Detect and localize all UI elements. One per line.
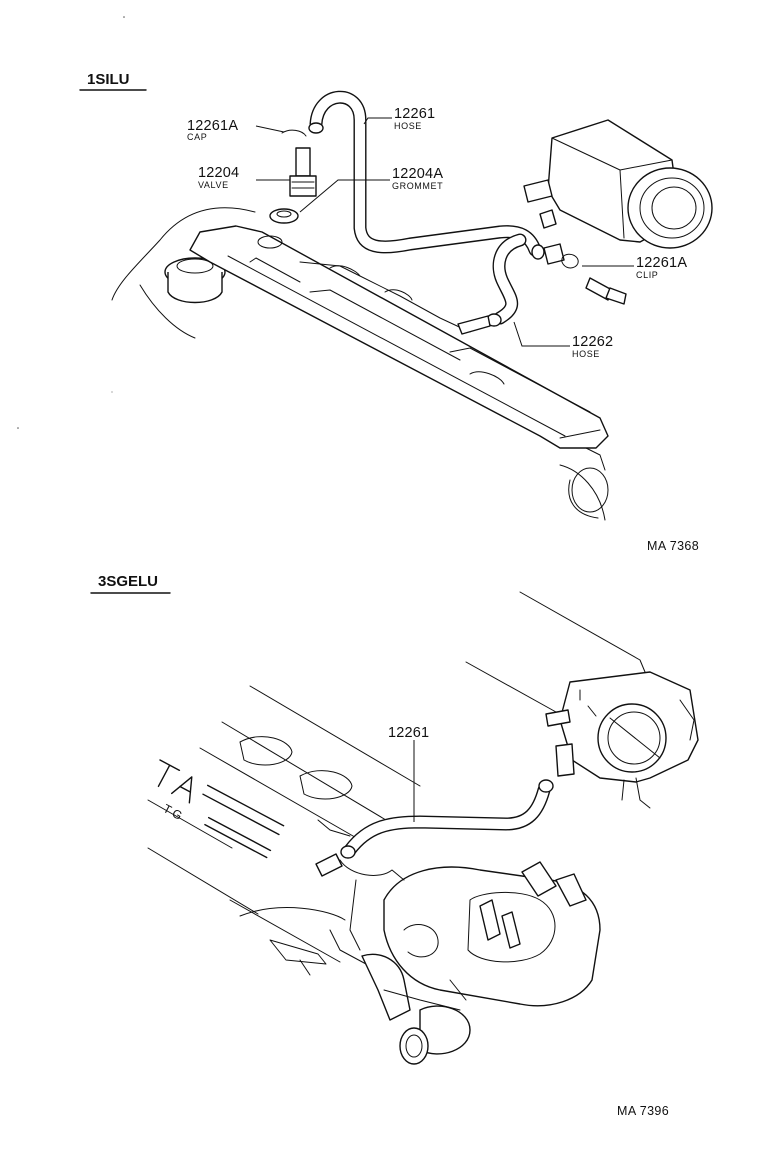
callout-cap-name: CAP [187,132,207,142]
distributor-housing [299,859,601,1065]
callout-hose-lower-number: 12262 [572,334,613,350]
section-label-3sgelu: 3SGELU [98,573,158,590]
callout-hose-upper-name: HOSE [394,121,422,131]
throttle-body [523,119,713,265]
valve-body [289,175,317,197]
callout-grommet-number: 12204A [392,166,443,182]
callout-hose-number-bottom: 12261 [388,725,429,741]
valve-stem [295,147,311,177]
union-fitting [585,277,613,301]
cylinder-head-cover [189,225,609,449]
figure-code-top: MA 7368 [647,539,699,553]
throttle-nipple [555,743,575,777]
cover-lettering: T G [157,759,285,859]
callout-valve-number: 12204 [198,165,239,181]
leader-lines-top [255,117,634,347]
callout-valve-name: VALVE [198,180,229,190]
scan-specks [17,16,125,429]
engine-boss [571,467,609,513]
throttle-nipple-top [523,179,553,203]
callout-grommet-name: GROMMET [392,181,443,191]
diagram-1silu: 1SILU [79,71,713,553]
valve-port [257,235,283,249]
cap-ring [281,129,307,137]
clip-12261a [561,253,579,269]
grommet-ring [269,208,299,224]
cover-nipple [457,315,491,335]
outlet-pipe [419,1005,471,1055]
callout-cap-number: 12261A [187,118,238,134]
throttle-bore-3sgelu [597,703,667,773]
oil-filler-cap [164,257,226,304]
diagram-3sgelu: 3SGELU T G [90,573,699,1118]
pcv-valve-assembly [269,129,317,224]
head-nipple [315,853,343,877]
hose-12261-3sgelu [315,779,554,877]
head-cover: T G [157,736,353,859]
throttle-body-3sgelu [545,671,699,809]
callout-hose-upper-number: 12261 [394,106,435,122]
section-label-1silu: 1SILU [87,71,130,88]
figure-code-bottom: MA 7396 [617,1104,669,1118]
callout-clip-name: CLIP [636,270,658,280]
hose-12262-lower [457,233,527,335]
callout-clip-number: 12261A [636,255,687,271]
callouts-top: 12261A CAP 12204 VALVE 12261 HOSE 12204A… [187,106,687,359]
engine-block-outline [111,207,609,521]
hose-12261-upper [308,90,545,260]
throttle-bore [627,167,713,249]
callout-hose-lower-name: HOSE [572,349,600,359]
clip-and-fitting [561,253,627,305]
